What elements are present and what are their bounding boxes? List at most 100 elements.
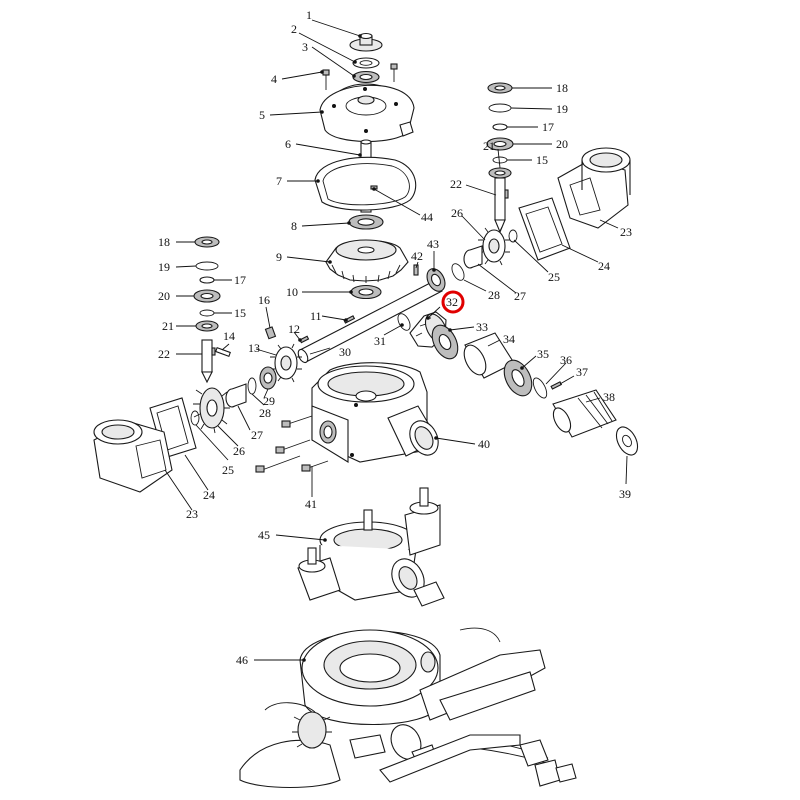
callout-23-right: 23 — [620, 225, 632, 239]
part-17-ring-right[interactable] — [492, 123, 508, 131]
callout-15-left: 15 — [234, 306, 246, 320]
part-2-seal[interactable] — [352, 57, 380, 69]
part-36-circlip[interactable] — [531, 376, 550, 400]
callout-41: 41 — [305, 497, 317, 511]
part-33-bearing[interactable] — [427, 321, 463, 363]
part-21-bearing-right[interactable] — [488, 167, 512, 179]
callout-5: 5 — [259, 108, 265, 122]
part-5-cover-plate[interactable] — [319, 83, 415, 143]
callout-45: 45 — [258, 528, 270, 542]
part-31-ring[interactable] — [395, 312, 412, 333]
callout-30: 30 — [339, 345, 351, 359]
callout-21-left: 21 — [162, 319, 174, 333]
callout-33: 33 — [476, 320, 488, 334]
callout-18-right: 18 — [556, 81, 568, 95]
part-28-circlip-right[interactable] — [449, 262, 466, 283]
part-29-bearing-left[interactable] — [259, 366, 277, 390]
part-19-circlip-right[interactable] — [488, 103, 512, 113]
part-46-mower-deck-assembly[interactable] — [239, 627, 577, 788]
left-output-assembly — [93, 236, 302, 493]
part-1-cap[interactable] — [349, 32, 383, 52]
callout-11: 11 — [310, 309, 322, 323]
part-18-seal-left[interactable] — [194, 236, 220, 248]
part-23-elbow-housing-left[interactable] — [93, 419, 173, 493]
callout-37: 37 — [576, 365, 588, 379]
part-20-bearing-left[interactable] — [193, 289, 221, 303]
cross-shaft-assembly — [297, 262, 642, 459]
callout-38: 38 — [603, 390, 615, 404]
part-38-input-shaft[interactable] — [550, 389, 617, 438]
callout-17-left: 17 — [234, 273, 246, 287]
part-21-bearing-left[interactable] — [195, 320, 219, 332]
part-43-bearing[interactable] — [423, 266, 448, 295]
callout-34: 34 — [503, 332, 515, 346]
part-20-bearing-right[interactable] — [486, 137, 514, 151]
callout-2: 2 — [291, 22, 297, 36]
part-35-bearing[interactable] — [499, 356, 538, 401]
callout-27-left: 27 — [251, 428, 263, 442]
callout-28-left: 28 — [259, 406, 271, 420]
part-18-seal-right[interactable] — [487, 82, 513, 94]
callout-9: 9 — [276, 250, 282, 264]
part-9-bevel-gear[interactable] — [325, 239, 409, 283]
callout-46: 46 — [236, 653, 248, 667]
callout-44: 44 — [421, 210, 433, 224]
callout-20-right: 20 — [556, 137, 568, 151]
part-24-flange-gasket-right[interactable] — [518, 197, 571, 261]
part-7-gasket[interactable] — [314, 156, 417, 211]
callout-39: 39 — [619, 487, 631, 501]
callout-19-left: 19 — [158, 260, 170, 274]
part-13-bevel-pinion-left[interactable] — [270, 343, 302, 383]
callout-15-right: 15 — [536, 153, 548, 167]
callout-3: 3 — [302, 40, 308, 54]
callout-22-left: 22 — [158, 347, 170, 361]
part-27-bushing-left[interactable] — [225, 383, 247, 408]
part-10-bearing[interactable] — [350, 284, 382, 300]
callout-32-highlight-ring — [441, 290, 465, 314]
part-41-bolts[interactable] — [255, 415, 329, 473]
part-8-bearing[interactable] — [348, 214, 384, 230]
part-17-ring-left[interactable] — [199, 276, 215, 284]
part-37-key[interactable] — [550, 381, 563, 390]
part-39-washer[interactable] — [612, 424, 642, 459]
part-22-output-shaft-right[interactable] — [494, 177, 509, 234]
part-26-bevel-gear-left[interactable] — [193, 387, 230, 434]
part-15-ring-right[interactable] — [492, 156, 508, 164]
part-34-spacer-tube[interactable] — [460, 332, 515, 379]
callout-7: 7 — [276, 174, 282, 188]
part-26-bevel-gear-right[interactable] — [478, 226, 510, 266]
part-28-circlip-left[interactable] — [247, 377, 257, 395]
part-25-ring-right[interactable] — [508, 229, 518, 243]
callout-labels: 1 2 3 4 5 6 7 44 8 9 10 11 12 30 42 43 2… — [158, 8, 632, 667]
part-45-assembled-gearbox[interactable] — [297, 487, 445, 607]
callout-43: 43 — [427, 237, 439, 251]
part-14-pin[interactable] — [215, 347, 231, 357]
callout-35: 35 — [537, 347, 549, 361]
callout-29: 29 — [263, 394, 275, 408]
callout-18-left: 18 — [158, 235, 170, 249]
callout-12: 12 — [288, 322, 300, 336]
part-25-ring-left[interactable] — [190, 410, 200, 426]
top-cover-assembly — [314, 32, 417, 300]
callout-1: 1 — [306, 8, 312, 22]
callout-21-right: 21 — [483, 139, 495, 153]
part-23-elbow-housing-right[interactable] — [557, 147, 631, 229]
part-40-gearbox-housing[interactable] — [311, 362, 444, 463]
part-3-bearing[interactable] — [352, 70, 380, 84]
callout-31: 31 — [374, 334, 386, 348]
callout-28-right: 28 — [488, 288, 500, 302]
callout-8: 8 — [291, 219, 297, 233]
callout-19-right: 19 — [556, 102, 568, 116]
part-27-bushing-right[interactable] — [463, 245, 483, 269]
callout-32[interactable]: 32 — [446, 295, 458, 309]
callout-36: 36 — [560, 353, 572, 367]
callout-22-right: 22 — [450, 177, 462, 191]
part-42-key[interactable] — [413, 264, 419, 276]
part-19-circlip-left[interactable] — [195, 261, 219, 271]
callout-25-right: 25 — [548, 270, 560, 284]
callout-13: 13 — [248, 341, 260, 355]
part-15-ring-left[interactable] — [199, 309, 215, 317]
part-22-output-shaft-left[interactable] — [201, 339, 216, 384]
part-16-plug[interactable] — [264, 326, 277, 340]
callout-42: 42 — [411, 249, 423, 263]
